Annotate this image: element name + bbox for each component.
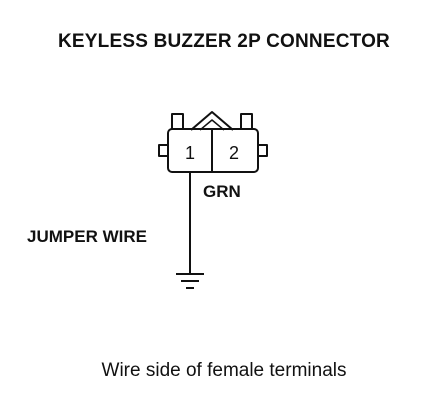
- wire-color-label: GRN: [203, 182, 241, 201]
- connector-right-rib: [240, 113, 253, 130]
- connector-lock-tab: [190, 111, 234, 131]
- diagram-title: KEYLESS BUZZER 2P CONNECTOR: [58, 31, 390, 52]
- connector-right-ear: [258, 144, 268, 157]
- diagram-caption: Wire side of female terminals: [101, 360, 347, 381]
- pin-2-label: 2: [229, 143, 239, 163]
- jumper-wire-label: JUMPER WIRE: [27, 227, 147, 246]
- connector-lock-tab-inner: [199, 119, 225, 131]
- connector-left-ear: [158, 144, 168, 157]
- connector-left-rib: [171, 113, 184, 130]
- pin-1-label: 1: [185, 143, 195, 163]
